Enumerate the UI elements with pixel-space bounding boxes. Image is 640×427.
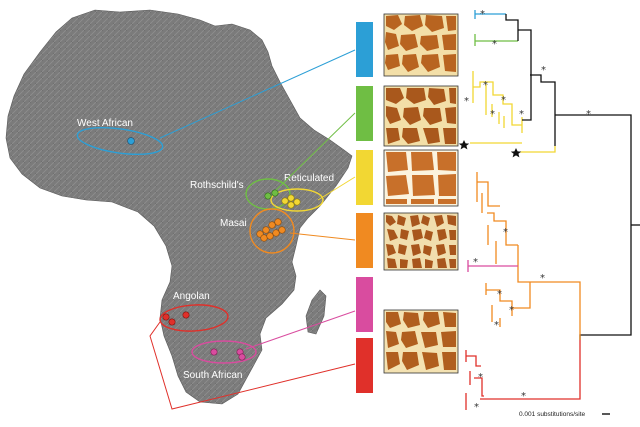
reticulated-sample-dots <box>281 194 301 209</box>
label-rothschilds: Rothschild's <box>190 180 244 191</box>
connector-rothschilds <box>275 112 356 191</box>
rothschilds-sample-dots <box>264 189 279 200</box>
madagascar-island <box>305 289 327 335</box>
significance-marker: * <box>540 273 545 284</box>
tree-backbone <box>505 14 640 340</box>
coat-pattern-swatches <box>383 13 459 374</box>
star-icon <box>510 148 522 158</box>
scale-bar-label: 0.001 substitutions/site <box>519 411 586 418</box>
tree-node-star-icons <box>458 140 522 158</box>
south-african-sample-dots <box>210 348 246 361</box>
connector-south-african <box>245 310 356 350</box>
significance-marker: * <box>464 96 469 107</box>
connector-lines <box>149 49 356 410</box>
significance-marker: * <box>483 80 488 91</box>
angolan-range-outline <box>159 304 229 332</box>
significance-marker: * <box>480 9 485 20</box>
significance-marker: * <box>490 109 495 120</box>
significance-marker: * <box>497 289 502 300</box>
significance-marker: * <box>503 227 508 238</box>
bar-south-african <box>356 277 373 332</box>
significance-marker: * <box>501 95 506 106</box>
coat-swatch-masai <box>383 212 459 271</box>
coat-swatch-south-african <box>383 309 459 374</box>
significance-marker: * <box>541 65 546 76</box>
connector-reticulated <box>317 176 356 201</box>
significance-marker: * <box>473 257 478 268</box>
bar-masai <box>356 213 373 268</box>
west-african-sample-dots <box>127 137 135 145</box>
label-masai: Masai <box>220 218 247 229</box>
significance-marker: * <box>492 39 497 50</box>
phylogenetic-tree <box>465 10 640 410</box>
connector-west-african <box>159 49 356 139</box>
significance-marker: * <box>509 305 514 316</box>
label-reticulated: Reticulated <box>284 173 334 184</box>
tree-clade-south-african <box>467 260 518 272</box>
significance-marker: * <box>586 109 591 120</box>
bar-reticulated <box>356 150 373 205</box>
tree-clade-rothschilds <box>474 34 518 46</box>
bar-angolan <box>356 338 373 393</box>
tree-clade-masai <box>476 172 581 340</box>
significance-marker: * <box>478 372 483 383</box>
reticulated-range-outline <box>270 188 324 212</box>
tree-clade-angolan <box>465 340 581 410</box>
bar-rothschilds <box>356 86 373 141</box>
connector-angolan <box>149 321 356 410</box>
west-african-range-outline <box>76 126 164 156</box>
population-color-bars <box>356 22 373 393</box>
south-african-range-outline <box>191 340 257 364</box>
tree-clade-reticulated <box>470 71 556 153</box>
africa-landmass <box>5 9 353 405</box>
tree-clade-west-african <box>474 10 506 19</box>
significance-marker: * <box>521 391 526 402</box>
star-icon <box>458 140 470 150</box>
significance-marker: * <box>519 109 524 120</box>
bar-west-african <box>356 22 373 77</box>
label-angolan: Angolan <box>173 291 210 302</box>
africa-map: West African Rothschild's Reticulated Ma… <box>5 9 353 405</box>
masai-range-outline <box>249 208 295 254</box>
coat-swatch-rothschilds <box>383 85 459 147</box>
scale-bar: 0.001 substitutions/site <box>519 411 610 418</box>
significance-marker: * <box>494 320 499 331</box>
significance-marker: * <box>474 402 479 413</box>
label-south-african: South African <box>183 370 242 381</box>
connector-masai <box>289 232 356 241</box>
coat-swatch-reticulated <box>383 149 459 207</box>
angolan-sample-dots <box>162 311 190 326</box>
significance-markers: * * * * * * * * * * * * * * * * * * <box>464 9 591 413</box>
coat-swatch-west-african <box>383 13 459 77</box>
label-west-african: West African <box>77 118 133 129</box>
masai-sample-dots <box>256 218 286 242</box>
